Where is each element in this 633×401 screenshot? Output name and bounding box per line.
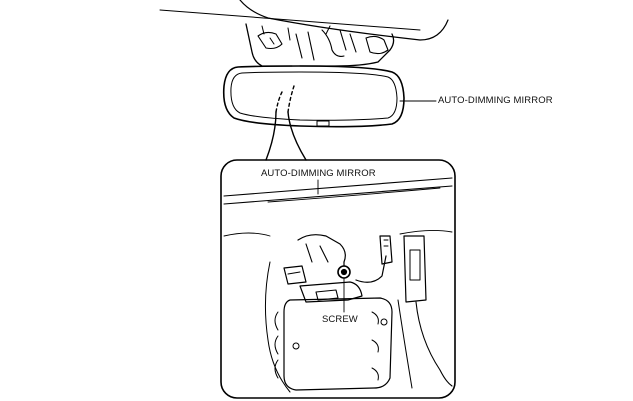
mounting-bracket-body	[264, 234, 393, 393]
mirror-mount-bracket	[245, 23, 395, 67]
detail-link-lines	[265, 85, 307, 161]
windshield-headliner	[159, 0, 449, 41]
screw-icon	[337, 261, 351, 279]
callout-label-mirror: AUTO-DIMMING MIRROR	[438, 95, 553, 106]
screw-label: SCREW	[322, 314, 358, 325]
detail-headliner	[223, 177, 453, 237]
wiring-harness	[355, 235, 453, 389]
detail-title-label: AUTO-DIMMING MIRROR	[261, 168, 376, 179]
rearview-mirror	[222, 65, 405, 128]
detail-frame	[220, 159, 456, 399]
